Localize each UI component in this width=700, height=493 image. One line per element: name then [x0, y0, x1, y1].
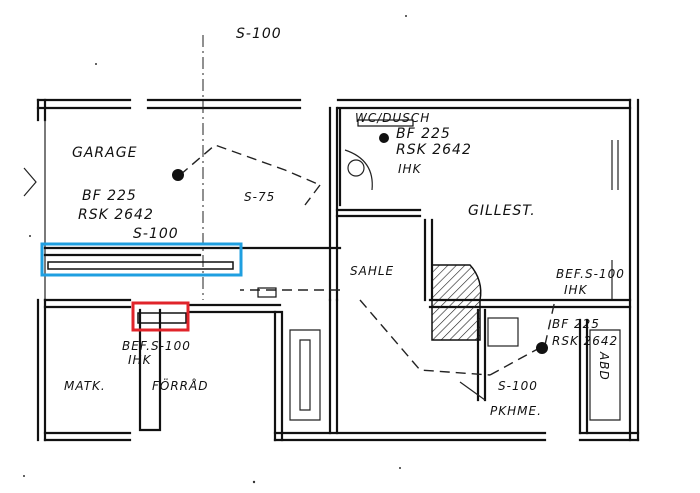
label-wc-dusch: WC/DUSCH: [355, 111, 430, 125]
radiator-valve-garage-icon: [172, 169, 184, 181]
label-sahle: SAHLE: [350, 264, 394, 278]
label-rsk2642-garage: RSK 2642: [78, 207, 154, 223]
label-bf225-right: BF 225: [552, 317, 600, 331]
label-matk: MATK.: [64, 379, 106, 393]
highlight-red-radiator[interactable]: [131, 301, 190, 332]
label-pkhme: PKHME.: [490, 404, 542, 418]
label-bf225-garage: BF 225: [82, 188, 137, 204]
label-forrad: FÖRRÅD: [152, 377, 208, 393]
label-gillest: GILLEST.: [468, 203, 536, 219]
label-abd: ABD: [597, 351, 611, 381]
radiator-garage: [47, 261, 234, 270]
label-bef-s100-right: BEF.S-100: [556, 267, 625, 281]
label-rsk2642-right: RSK 2642: [552, 334, 618, 348]
radiator-corridor: [137, 312, 187, 324]
radiator-valve-right-icon: [536, 342, 548, 354]
label-bf225-wc: BF 225: [396, 126, 451, 142]
radiator-wc: [357, 119, 414, 127]
label-rsk2642-wc: RSK 2642: [396, 142, 472, 158]
label-bef-s100-left: BEF.S-100: [122, 339, 191, 353]
wc-toilet: [347, 159, 365, 177]
label-ihk-right: IHK: [564, 283, 588, 297]
pipe-runs: [179, 35, 556, 401]
label-ihk-wc: IHK: [398, 162, 422, 176]
counter-right: [487, 317, 519, 347]
exterior-walls: [23, 98, 640, 442]
radiator-small-vent: [257, 287, 277, 298]
highlight-blue-radiator[interactable]: [40, 242, 243, 277]
door-swing-hatch: [431, 264, 482, 341]
label-garage: GARAGE: [72, 145, 137, 161]
label-s75: S-75: [244, 190, 275, 204]
radiator-valve-wc-icon: [379, 133, 389, 143]
door-arc-wc: [344, 149, 373, 191]
label-s100-top: S-100: [236, 26, 282, 42]
label-s100-garage: S-100: [133, 226, 179, 242]
stray-marks: [23, 15, 407, 484]
label-s100-bottom: S-100: [498, 379, 538, 393]
interior-walls: [43, 106, 632, 442]
label-ihk-left: IHK: [128, 353, 152, 367]
